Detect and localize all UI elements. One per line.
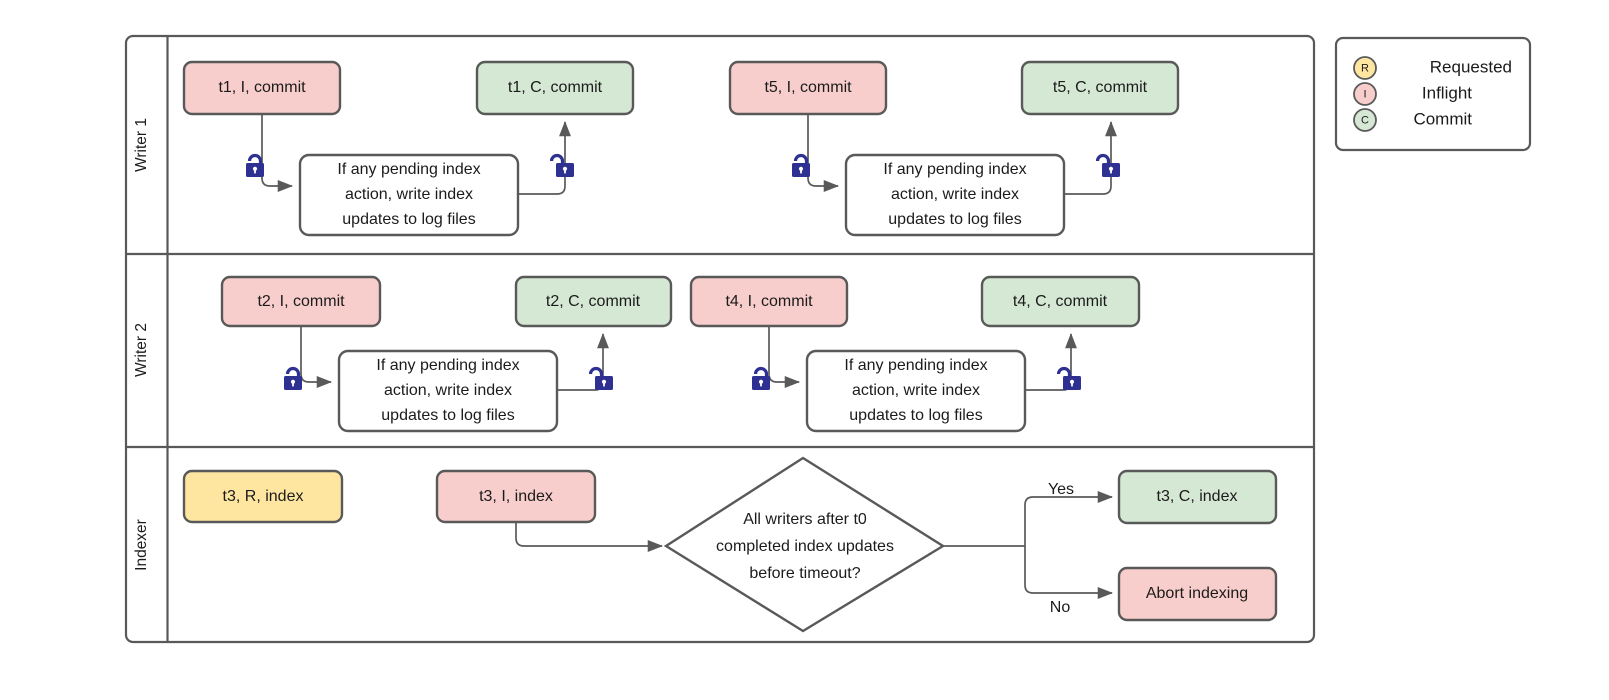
decision-line-2: completed index updates xyxy=(716,538,894,555)
lock-open-icon xyxy=(1095,153,1120,177)
lock-closed-icon xyxy=(246,153,264,177)
node-label: Abort indexing xyxy=(1146,585,1248,602)
requested-badge-icon xyxy=(1353,56,1377,80)
edge-w1-proc1-to-t1c xyxy=(518,120,571,195)
node-box xyxy=(475,60,635,116)
commit-badge-letter: C xyxy=(1361,114,1369,126)
node-w2-process-1[interactable]: If any pending index action, write index… xyxy=(337,349,559,433)
node-line-3: updates to log files xyxy=(888,211,1021,228)
node-w1-t5-commit[interactable]: t5, C, commit xyxy=(1020,60,1180,116)
edge-w2-t4i-to-proc2 xyxy=(768,326,801,388)
node-box xyxy=(1117,566,1278,622)
node-box xyxy=(514,275,673,328)
lock-open-icon xyxy=(1056,366,1081,390)
node-w2-t2-inflight[interactable]: t2, I, commit xyxy=(220,275,382,328)
node-w2-t4-commit[interactable]: t4, C, commit xyxy=(980,275,1141,328)
node-box xyxy=(844,153,1066,237)
node-label: t3, I, index xyxy=(479,488,553,505)
node-w1-process-2[interactable]: If any pending index action, write index… xyxy=(844,153,1066,237)
node-w1-t1-commit[interactable]: t1, C, commit xyxy=(475,60,635,116)
lock-closed-icon xyxy=(752,366,770,390)
edge-ix-yes-to-t3c xyxy=(1024,491,1114,546)
decision-line-3: before timeout? xyxy=(749,565,860,582)
node-w1-process-1[interactable]: If any pending index action, write index… xyxy=(298,153,520,237)
decision-line-1: All writers after t0 xyxy=(743,511,867,528)
edge-ix-no-to-abort xyxy=(1024,546,1114,599)
node-w2-process-2[interactable]: If any pending index action, write index… xyxy=(805,349,1027,433)
node-label: t1, C, commit xyxy=(508,79,603,96)
node-box xyxy=(337,349,559,433)
commit-badge-icon xyxy=(1353,108,1377,132)
decision-diamond xyxy=(663,456,946,633)
node-label: t1, I, commit xyxy=(218,79,306,96)
node-line-3: updates to log files xyxy=(342,211,475,228)
node-box xyxy=(182,60,342,116)
node-line-2: action, write index xyxy=(345,186,473,203)
node-line-2: action, write index xyxy=(384,382,512,399)
node-ix-abort[interactable]: Abort indexing xyxy=(1117,566,1278,622)
edge-label-yes: Yes xyxy=(1048,481,1074,498)
legend: R Requested I Inflight C Commit xyxy=(1334,36,1532,152)
edge-label-no: No xyxy=(1050,599,1071,616)
inflight-badge-letter: I xyxy=(1363,88,1366,100)
node-ix-decision[interactable]: All writers after t0 completed index upd… xyxy=(663,456,946,633)
node-ix-t3-requested[interactable]: t3, R, index xyxy=(182,469,344,524)
lane-label-indexer: Indexer xyxy=(133,519,150,571)
node-label: t5, I, commit xyxy=(764,79,852,96)
node-line-1: If any pending index xyxy=(883,161,1026,178)
edge-w1-proc2-to-t5c xyxy=(1064,120,1117,195)
legend-item-requested: R Requested xyxy=(1353,56,1512,80)
node-box xyxy=(980,275,1141,328)
legend-label-inflight: Inflight xyxy=(1422,83,1472,102)
node-ix-t3-inflight[interactable]: t3, I, index xyxy=(435,469,597,524)
node-box xyxy=(805,349,1027,433)
lane-label-writer2: Writer 2 xyxy=(133,323,150,377)
node-ix-t3-commit[interactable]: t3, C, index xyxy=(1117,469,1278,525)
node-line-2: action, write index xyxy=(852,382,980,399)
node-box xyxy=(298,153,520,237)
legend-item-inflight: I Inflight xyxy=(1353,82,1472,106)
node-line-1: If any pending index xyxy=(376,357,519,374)
legend-item-commit: C Commit xyxy=(1353,108,1472,132)
node-label: t3, R, index xyxy=(223,488,304,505)
legend-box xyxy=(1334,36,1532,152)
lock-open-icon xyxy=(588,366,613,390)
node-label: t4, C, commit xyxy=(1013,293,1108,310)
node-box xyxy=(435,469,597,524)
requested-badge-letter: R xyxy=(1361,62,1369,74)
edge-w1-t5i-to-proc2 xyxy=(807,114,840,192)
inflight-badge-icon xyxy=(1353,82,1377,106)
node-box xyxy=(689,275,849,328)
node-label: t5, C, commit xyxy=(1053,79,1148,96)
node-box xyxy=(728,60,888,116)
node-line-3: updates to log files xyxy=(381,407,514,424)
node-box xyxy=(220,275,382,328)
legend-label-commit: Commit xyxy=(1413,109,1472,128)
legend-label-requested: Requested xyxy=(1430,57,1512,76)
node-box xyxy=(1020,60,1180,116)
edge-ix-t3i-to-decision xyxy=(515,521,664,552)
node-w1-t5-inflight[interactable]: t5, I, commit xyxy=(728,60,888,116)
node-box xyxy=(182,469,344,524)
node-box xyxy=(1117,469,1278,525)
node-label: t3, C, index xyxy=(1157,488,1238,505)
node-label: t2, C, commit xyxy=(546,293,641,310)
node-line-2: action, write index xyxy=(891,186,1019,203)
node-label: t2, I, commit xyxy=(257,293,345,310)
node-label: t4, I, commit xyxy=(725,293,813,310)
lock-closed-icon xyxy=(792,153,810,177)
edge-w2-t2i-to-proc1 xyxy=(300,326,333,388)
node-w2-t4-inflight[interactable]: t4, I, commit xyxy=(689,275,849,328)
lane-label-writer1: Writer 1 xyxy=(133,118,150,172)
node-line-1: If any pending index xyxy=(337,161,480,178)
node-line-3: updates to log files xyxy=(849,407,982,424)
node-line-1: If any pending index xyxy=(844,357,987,374)
node-w1-t1-inflight[interactable]: t1, I, commit xyxy=(182,60,342,116)
edge-w1-t1i-to-proc1 xyxy=(261,114,294,192)
lock-open-icon xyxy=(549,153,574,177)
node-w2-t2-commit[interactable]: t2, C, commit xyxy=(514,275,673,328)
lock-closed-icon xyxy=(284,366,302,390)
